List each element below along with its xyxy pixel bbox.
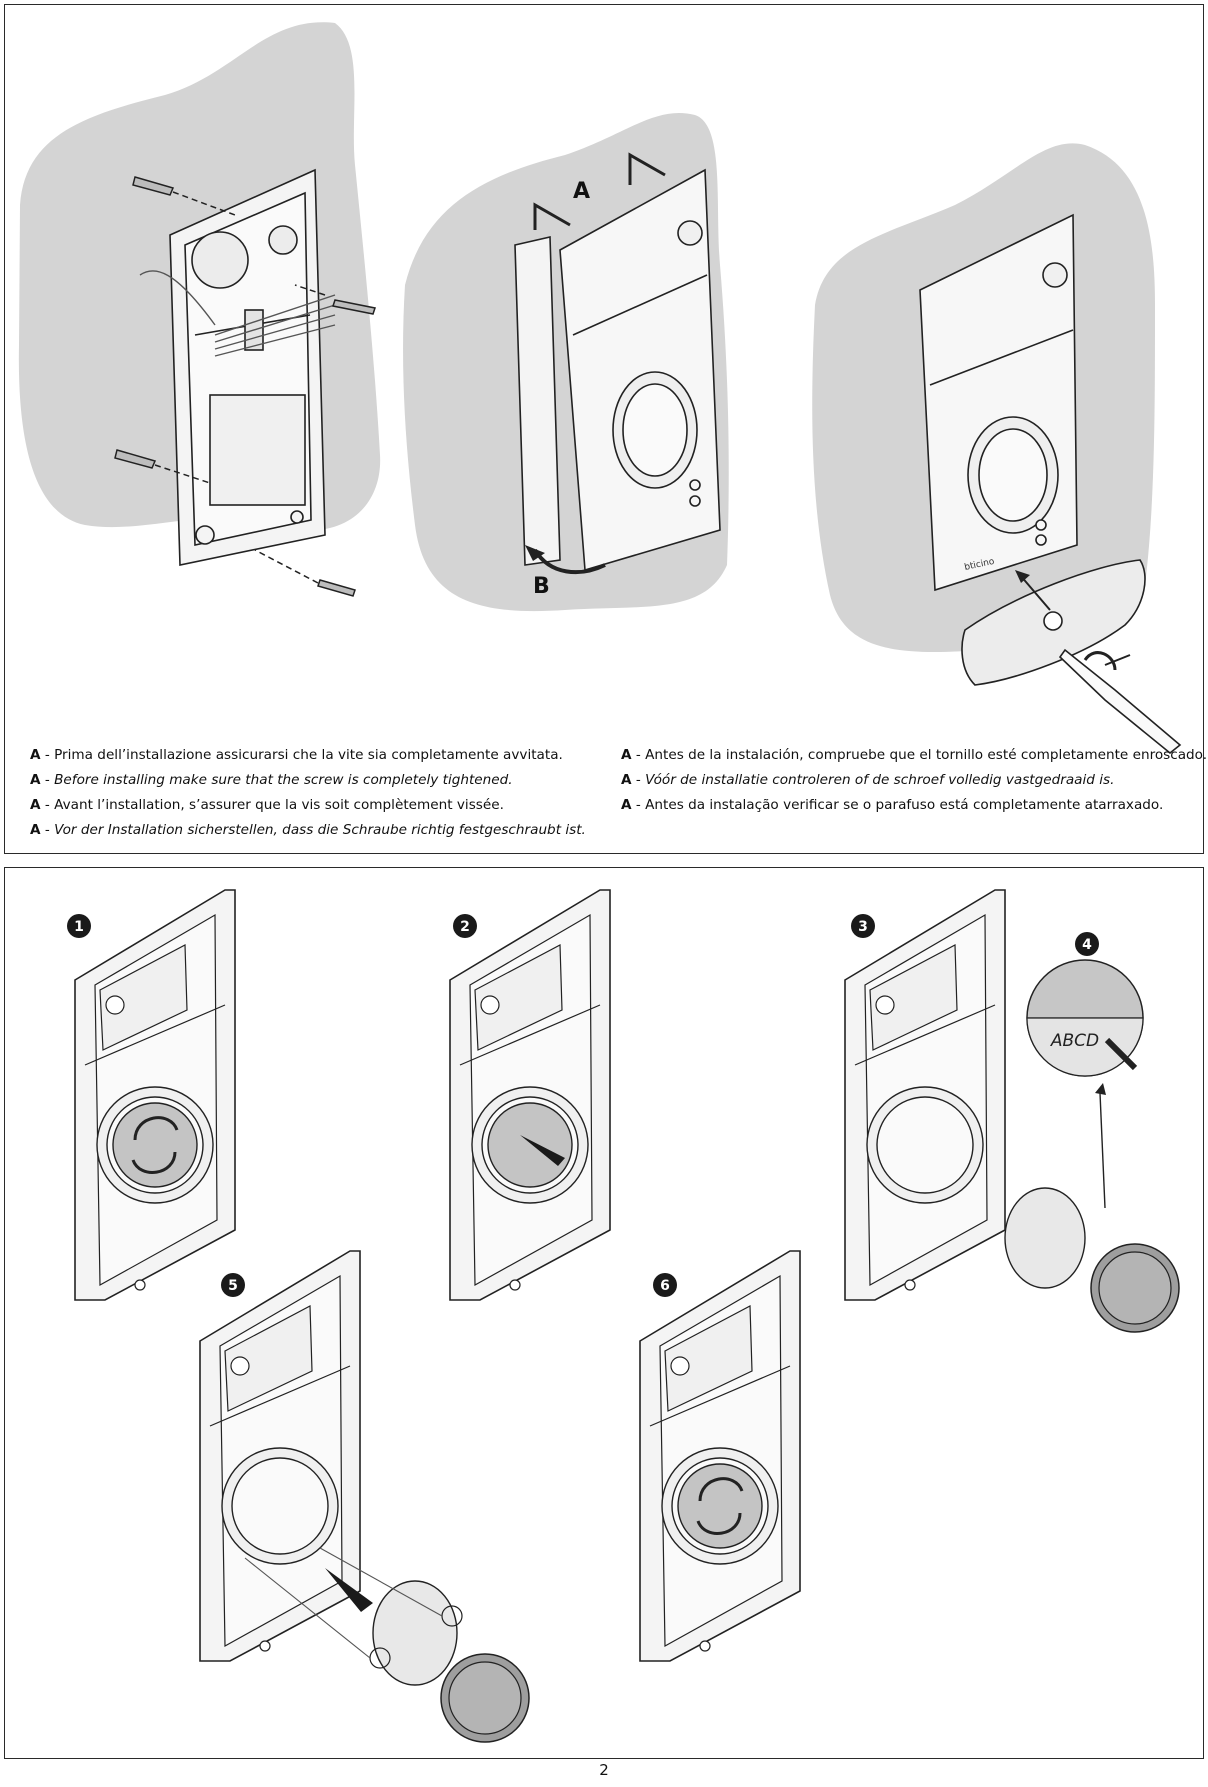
step-1-plate <box>74 889 236 1301</box>
installation-figure-panel: A B bticino A - Prima dell’installa <box>4 4 1207 854</box>
step-number-5: 5 <box>228 1278 238 1294</box>
installed-unit <box>919 213 1078 592</box>
step-5-detail <box>244 1547 530 1743</box>
page-number: 2 <box>599 1761 609 1779</box>
step-6-plate <box>639 1250 801 1662</box>
mounting-bracket <box>169 168 326 566</box>
caption-list-right: A - Antes de la instalación, compruebe q… <box>621 743 1207 818</box>
caption-line-fr: A - Avant l’installation, s’assurer que … <box>30 797 504 813</box>
bottom-detail <box>961 559 1146 686</box>
caption-line-en: A - Before installing make sure that the… <box>30 772 513 788</box>
step-badge-6: 6 <box>653 1273 677 1297</box>
step-number-1: 1 <box>74 919 84 935</box>
step-number-3: 3 <box>858 919 868 935</box>
screws-and-plugs <box>114 176 376 597</box>
step-badge-2: 2 <box>453 914 477 938</box>
caption-line-pt: A - Antes da instalação verificar se o p… <box>621 797 1164 813</box>
bracket-middle <box>514 236 561 566</box>
caption-line-de: A - Vor der Installation sicherstellen, … <box>30 822 586 838</box>
cover-middle <box>559 168 721 572</box>
nameplate-steps-panel: ABCD 1 2 <box>4 867 1204 1759</box>
label-a: A <box>573 179 590 204</box>
arrow-up-to-unit <box>1019 574 1051 611</box>
step-badge-3: 3 <box>851 914 875 938</box>
caption-line-it: A - Prima dell’installazione assicurarsi… <box>30 747 563 763</box>
label-b: B <box>533 574 550 599</box>
step-badge-4: 4 <box>1075 932 1099 956</box>
arrow-b <box>533 548 606 575</box>
step-number-4: 4 <box>1082 937 1092 953</box>
wires <box>139 270 336 357</box>
step-3-plate <box>844 889 1006 1301</box>
steps-illustration: ABCD 1 2 <box>67 889 1180 1743</box>
caption-line-nl: A - Vóór de installatie controleren of d… <box>621 772 1115 788</box>
step-number-2: 2 <box>460 919 470 935</box>
step-badge-5: 5 <box>221 1273 245 1297</box>
caption-line-es: A - Antes de la instalación, compruebe q… <box>621 747 1208 763</box>
step-2-plate <box>449 889 611 1301</box>
installation-illustration: A B bticino <box>18 22 1182 755</box>
label-card-text: ABCD <box>1050 1031 1099 1051</box>
arrow-a-markers <box>533 152 666 230</box>
step-number-6: 6 <box>660 1278 670 1294</box>
caption-list-left: A - Prima dell’installazione assicurarsi… <box>30 743 586 843</box>
screwdriver <box>1058 648 1182 755</box>
step-5-plate <box>199 1250 361 1662</box>
step-4-detail: ABCD <box>1004 959 1180 1333</box>
step-badge-1: 1 <box>67 914 91 938</box>
